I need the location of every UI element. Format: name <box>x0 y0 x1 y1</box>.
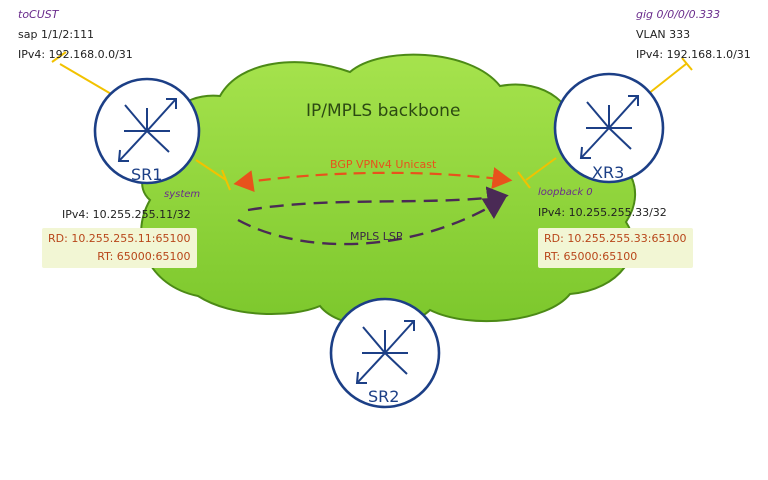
xr3-loopback-ipv4-label: IPv4: 10.255.255.33/32 <box>538 206 667 219</box>
xr3-loopback-iface-label: loopback 0 <box>538 187 593 198</box>
sr1-rt-label: RT: 65000:65100 <box>97 250 191 263</box>
xr3-access-ipv4-label: IPv4: 192.168.1.0/31 <box>636 48 751 61</box>
router-xr3-name: XR3 <box>592 163 624 182</box>
lsp-upper-arrow <box>247 186 509 212</box>
xr3-vlan-label: VLAN 333 <box>636 28 691 41</box>
xr3-access-link <box>647 63 687 95</box>
sr1-access-link <box>59 63 119 99</box>
xr3-rt-label: RT: 65000:65100 <box>544 250 638 263</box>
router-sr1: SR1 <box>93 77 201 185</box>
lsp-lower-arrow <box>237 197 507 246</box>
xr3-service-label: gig 0/0/0/0.333 <box>636 8 721 21</box>
sr1-system-link <box>195 159 227 181</box>
sr1-access-link-tick <box>51 51 67 63</box>
sr1-system-tick <box>221 169 231 191</box>
sr1-rd-rt-box: RD: 10.255.255.11:65100 RT: 65000:65100 <box>42 228 197 268</box>
lsp-label: MPLS LSP <box>350 230 403 243</box>
sr1-system-ipv4-label: IPv4: 10.255.255.11/32 <box>62 208 191 221</box>
router-sr2-name: SR2 <box>368 387 399 406</box>
xr3-loopback-tick <box>517 171 531 189</box>
cloud-title: IP/MPLS backbone <box>306 101 460 121</box>
xr3-loopback-link <box>525 157 557 181</box>
sr1-system-iface-label: system <box>164 189 201 200</box>
router-sr2: SR2 <box>329 297 441 409</box>
xr3-rd-rt-box: RD: 10.255.255.33:65100 RT: 65000:65100 <box>538 228 693 268</box>
xr3-rd-label: RD: 10.255.255.33:65100 <box>544 232 687 245</box>
router-xr3: XR3 <box>553 72 665 184</box>
sr1-rd-label: RD: 10.255.255.11:65100 <box>48 232 191 245</box>
bgp-session-label: BGP VPNv4 Unicast <box>330 158 437 171</box>
xr3-access-link-tick <box>681 57 693 71</box>
sr1-access-ipv4-label: IPv4: 192.168.0.0/31 <box>18 48 133 61</box>
sr1-service-label: toCUST <box>18 8 59 21</box>
sr1-sap-label: sap 1/1/2:111 <box>18 28 95 41</box>
router-sr1-name: SR1 <box>131 165 162 184</box>
bgp-session-arrow <box>233 167 513 193</box>
